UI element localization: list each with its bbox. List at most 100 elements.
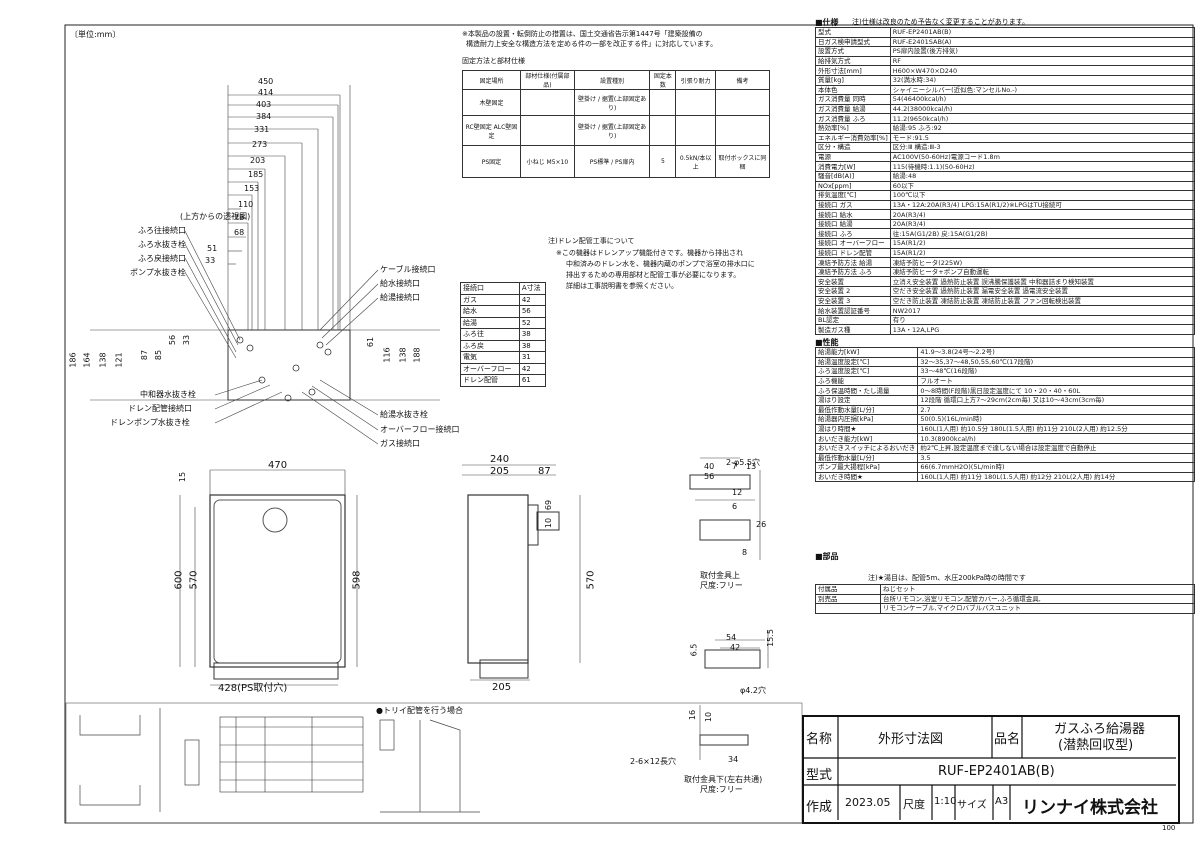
spec-key: 騒音[dB(A)] bbox=[815, 170, 891, 182]
fix-cell: PS標準 / PS扉内 bbox=[573, 145, 651, 178]
hole-label-1: 2-φ5.5穴 bbox=[726, 458, 760, 467]
spec-key: 区分・構造 bbox=[815, 142, 891, 153]
bracket-dim-lower: 54 bbox=[726, 633, 737, 642]
bracket-dim: 8 bbox=[742, 548, 748, 557]
dim-side: 121 bbox=[114, 352, 124, 368]
fix-cell: RC壁固定 ALC壁固定 bbox=[462, 115, 521, 146]
spec-key: 電源 bbox=[815, 151, 891, 163]
bracket-dim-lower: 10 bbox=[704, 711, 714, 723]
perf-row: ふろ機能フルオート bbox=[814, 375, 1195, 387]
fix-cell: 5 bbox=[649, 145, 677, 178]
dist-cell: 61 bbox=[518, 374, 547, 387]
spec-note: 注)仕様は改良のため予告なく変更することがあります。 bbox=[852, 18, 1030, 26]
spec-row: 凍結予防方法 給湯凍結予防ヒータ(225W) bbox=[815, 257, 1196, 268]
dim-top: 68 bbox=[234, 228, 245, 237]
dim-top: 384 bbox=[256, 112, 272, 121]
perf-key: ポンプ最大揚程[kPa] bbox=[814, 462, 919, 473]
bracket-dim: 7 bbox=[732, 462, 738, 471]
spec-value: PS扉内設置(後方排気) bbox=[889, 46, 1196, 57]
spec-value: 凍結予防ヒータ(225W) bbox=[889, 257, 1196, 268]
scale-label: 尺度 bbox=[903, 798, 925, 811]
spec-key: NOx[ppm] bbox=[815, 180, 891, 192]
spec-key: 凍結予防方法 ふろ bbox=[815, 266, 891, 278]
spec-key: 質量[kg] bbox=[815, 74, 891, 86]
spec-value: RUF-EP2401AB(B) bbox=[889, 27, 1196, 38]
perf-value: 66(6.7mmH2O)(5L/min時) bbox=[917, 462, 1195, 473]
spec-key: 設置方式 bbox=[815, 46, 891, 57]
fix-cell bbox=[649, 89, 677, 116]
label-furo-drain: ふろ水抜き栓 bbox=[138, 240, 186, 249]
name-label: 名称 bbox=[806, 732, 833, 747]
dist-cell: 38 bbox=[518, 328, 547, 341]
spec-value: 13A・12A:20A(R3/4) LPG:15A(R1/2)※LPGはTU接続… bbox=[889, 199, 1196, 211]
label-overflow: オーバーフロー接続口 bbox=[380, 425, 460, 434]
unit-label: 〔単位:mm〕 bbox=[70, 30, 121, 39]
spec-row: エネルギー消費効率[%]モード:91.5 bbox=[815, 132, 1196, 144]
spec-row: 接続口 ふろ往:15A(G1/2B) 戻:15A(G1/2B) bbox=[815, 228, 1196, 240]
spec-key: 日ガス検申請型式 bbox=[815, 36, 891, 48]
dim-top: 273 bbox=[252, 140, 268, 149]
perf-row: ふろ温度設定[℃]33～48℃(16段階) bbox=[814, 366, 1195, 377]
spec-row: 外形寸法[mm]H600×W470×D240 bbox=[815, 65, 1196, 76]
perf-row: 湯はり時間★160L(1人用) 約10.5分 180L(1.5人用) 約11分 … bbox=[814, 423, 1195, 435]
dim-side: 33 bbox=[182, 334, 192, 346]
dim-side-r: 138 bbox=[398, 347, 408, 363]
label-cable: ケーブル接続口 bbox=[380, 265, 436, 274]
fix-cell bbox=[714, 89, 771, 116]
spec-row: 質量[kg]32(満水時:34) bbox=[815, 74, 1196, 86]
fix-cell: PS固定 bbox=[462, 145, 521, 178]
spec-key: 接続口 ガス bbox=[815, 199, 891, 211]
side-d4: 69 bbox=[544, 499, 554, 511]
fix-cell: 0.5kN/本以上 bbox=[675, 145, 716, 178]
perf-value: 32～35,37～48,50,55,60℃(17段階) bbox=[917, 356, 1195, 368]
ps-mount-label: 428(PS取付穴) bbox=[218, 683, 288, 694]
dim-top: 450 bbox=[258, 77, 274, 86]
dim-side: 85 bbox=[154, 349, 164, 361]
spec-value: 60以下 bbox=[889, 180, 1196, 192]
spec-value: 115(待機時:1.1)(50-60Hz) bbox=[889, 161, 1196, 172]
dim-side: 164 bbox=[82, 352, 92, 368]
perf-value: 10.3(8900kcal/h) bbox=[917, 433, 1195, 444]
dist-cell: 給水 bbox=[460, 305, 520, 318]
drain-note-4: 詳細は工事説明書を参照ください。 bbox=[566, 282, 678, 290]
dim-side-r: 116 bbox=[382, 347, 392, 363]
dist-cell: 52 bbox=[518, 316, 547, 329]
product-label: 品名 bbox=[994, 732, 1021, 747]
dist-cell: オーバーフロー bbox=[460, 362, 520, 375]
perf-row: おいだきスイッチによるおいだき約2℃上昇,設定温度まで達しない場合は設定温度で自… bbox=[814, 442, 1195, 454]
spec-row: 排気温度[℃]100℃以下 bbox=[815, 190, 1196, 201]
spec-value: 15A(R1/2) bbox=[889, 247, 1196, 259]
size-value: A3 bbox=[995, 796, 1009, 807]
dist-cell: 42 bbox=[518, 362, 547, 375]
bracket-dim: 40 bbox=[704, 462, 715, 471]
dim-side-r: 188 bbox=[412, 347, 422, 363]
dist-header: 接続口 bbox=[460, 282, 520, 295]
fix-cell: 木壁固定 bbox=[462, 89, 521, 116]
drain-note-2: 中和済みのドレン水を、機器内蔵のポンプで浴室の排水口に bbox=[566, 260, 755, 268]
bracket-dim-lower: 34 bbox=[728, 755, 739, 764]
parts-key: 付属品 bbox=[815, 584, 881, 595]
dist-cell: 42 bbox=[518, 293, 547, 306]
label-furo-out: ふろ往接続口 bbox=[138, 226, 186, 235]
made-label: 作成 bbox=[806, 800, 833, 815]
spec-key: 排気温度[℃] bbox=[815, 190, 891, 201]
perf-row: 給湯器内圧損[kPa]50(0.5)(16L/min時) bbox=[814, 414, 1195, 425]
spec-row: NOx[ppm]60以下 bbox=[815, 180, 1196, 192]
spec-key: 消費電力[W] bbox=[815, 161, 891, 172]
bracket-dim-lower: 6.5 bbox=[689, 643, 699, 657]
fix-header: 設置種別 bbox=[573, 70, 651, 90]
parts-row: 付属品ねじセット bbox=[815, 584, 1195, 595]
parts-value: リモコンケーブル,マイクロバブルバスユニット bbox=[880, 603, 1195, 614]
perf-key: おいだきスイッチによるおいだき bbox=[814, 442, 919, 454]
dim-side: 56 bbox=[168, 334, 178, 346]
spec-value: 空だき防止装置 凍結防止装置 凍結防止装置 ファン回転検出装置 bbox=[889, 295, 1196, 307]
dim-top: 153 bbox=[244, 184, 260, 193]
perf-header: ■性能 bbox=[815, 338, 839, 347]
perf-value: 約2℃上昇,設定温度まで達しない場合は設定温度で自動停止 bbox=[917, 442, 1195, 454]
perf-key: ふろ保温時間・たし湯量 bbox=[814, 385, 919, 396]
size-label: サイズ bbox=[957, 800, 987, 811]
